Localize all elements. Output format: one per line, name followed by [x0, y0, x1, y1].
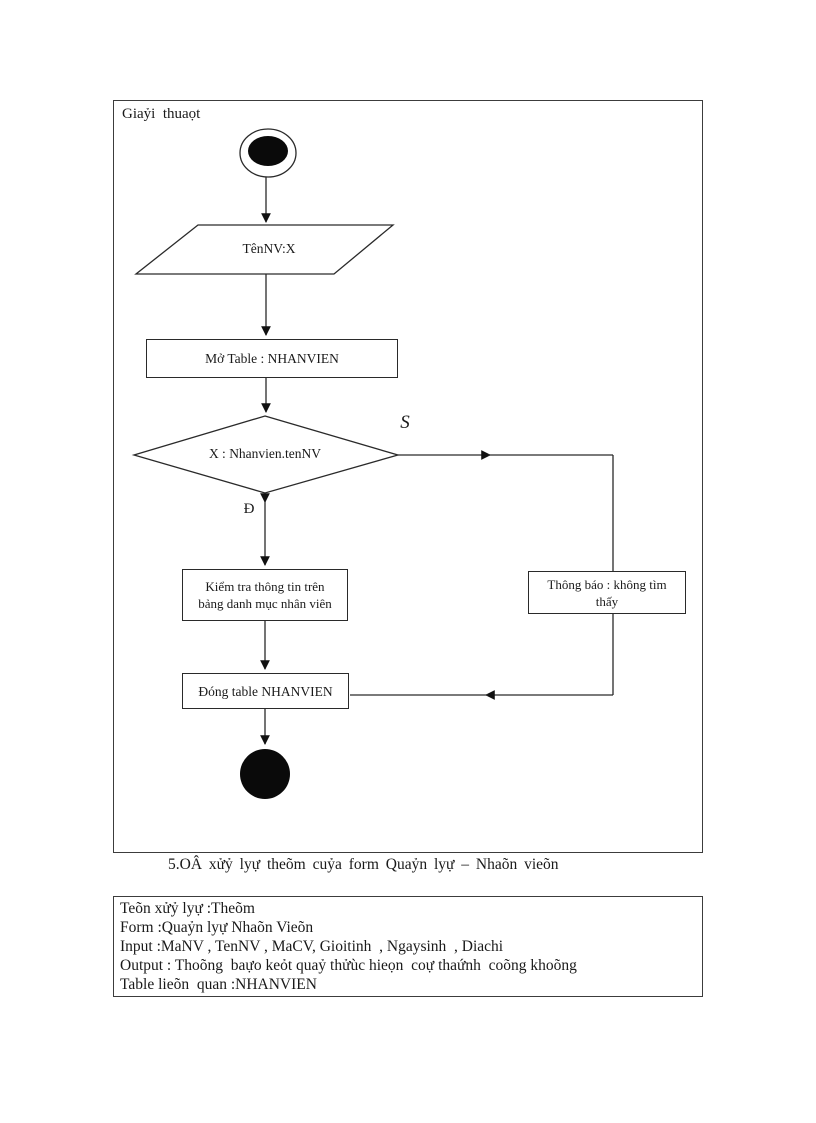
- flowchart-frame: Giaỷi thuaọt: [113, 100, 703, 853]
- start-node-core: [248, 136, 288, 166]
- check-info-node: Kiểm tra thông tin trên bảng danh mục nh…: [182, 569, 348, 621]
- notify-node: Thông báo : không tìm thấy: [528, 571, 686, 614]
- flowchart-title: Giaỷi thuaọt: [122, 106, 201, 122]
- branch-label-yes: Đ: [243, 501, 255, 517]
- process-spec-box: Teõn xửỷ lyự :Theõm Form :Quaỷn lyự Nhaõ…: [113, 896, 703, 997]
- decision-node-label: X : Nhanvien.tenNV: [208, 446, 322, 461]
- spec-line-output: Output : Thoõng baựo keỏt quaỷ thửùc hie…: [120, 957, 577, 974]
- close-table-node: Đóng table NHANVIEN: [182, 673, 349, 709]
- spec-line-input: Input :MaNV , TenNV , MaCV, Gioitinh , N…: [120, 938, 504, 955]
- input-parallelogram: [134, 224, 395, 275]
- notify-line1: Thông báo : không tìm: [547, 576, 667, 592]
- open-table-node: Mở Table : NHANVIEN: [146, 339, 398, 378]
- spec-line-table: Table lieõn quan :NHANVIEN: [120, 976, 317, 993]
- branch-label-no: S: [400, 412, 410, 433]
- spec-line-form: Form :Quaỷn lyự Nhaõn Vieõn: [120, 919, 314, 936]
- check-info-line1: Kiểm tra thông tin trên: [205, 579, 325, 594]
- spec-line-name: Teõn xửỷ lyự :Theõm: [120, 900, 255, 917]
- decision-diamond: [131, 415, 401, 494]
- notify-line2: thấy: [595, 593, 619, 609]
- open-table-label: Mở Table : NHANVIEN: [205, 351, 339, 366]
- end-node: [240, 749, 290, 799]
- flowchart-shapes-layer: [131, 128, 614, 799]
- check-info-line2: bảng danh mục nhân viên: [198, 596, 332, 611]
- figure-caption: 5.OÂ xửỷ lyự theõm cuỷa form Quaỷn lyự –…: [168, 856, 559, 873]
- close-table-label: Đóng table NHANVIEN: [198, 683, 333, 699]
- input-node-label: TênNV:X: [242, 241, 296, 256]
